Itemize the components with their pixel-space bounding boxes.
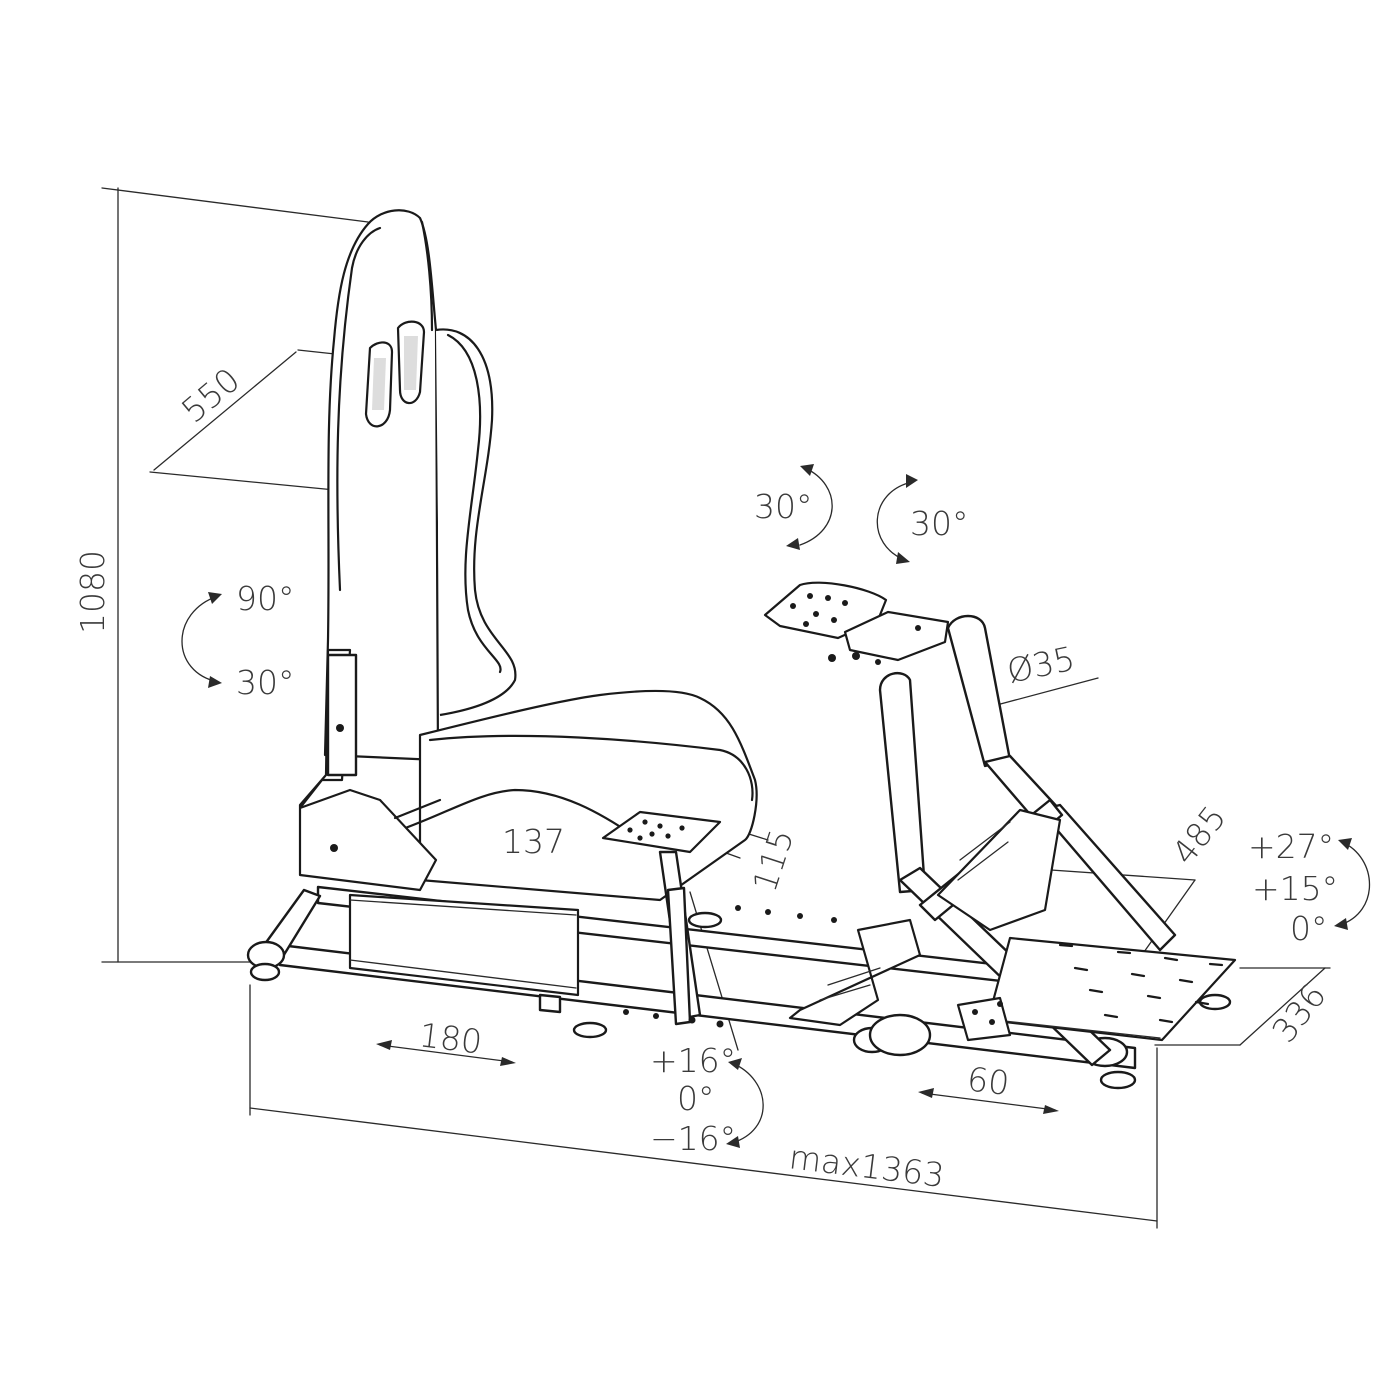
- pedal-plate-length-label: 485: [1164, 798, 1234, 872]
- slide-arrows: [376, 1040, 1059, 1114]
- pedal-slide-label: 60: [965, 1059, 1011, 1103]
- pedal-tilt-bottom-label: 0°: [1290, 909, 1328, 948]
- pedal-plate-width-label: 336: [1264, 976, 1334, 1050]
- pedal-tilt-top-label: +27°: [1248, 827, 1334, 866]
- wheel-plate-holes: [790, 593, 848, 627]
- seat: [298, 209, 758, 902]
- pedal-tilt-mid-label: +15°: [1252, 869, 1338, 908]
- seat-width-label: 550: [174, 360, 247, 430]
- backrest-lower-angle-label: 30°: [236, 663, 295, 702]
- seat-slide-label: 180: [417, 1015, 484, 1061]
- shifter-mount: [601, 810, 724, 1028]
- rail-holes: [623, 905, 837, 1019]
- shifter-plate-width-label: 137: [502, 822, 565, 861]
- shifter-tilt-top-label: +16°: [650, 1041, 736, 1080]
- backrest-upper-angle-label: 90°: [236, 579, 295, 618]
- shifter-tilt-bottom-label: −16°: [650, 1119, 736, 1158]
- shifter-tilt-mid-label: 0°: [677, 1079, 715, 1118]
- wheel-tilt-right-label: 30°: [910, 504, 969, 543]
- height-label: 1080: [73, 550, 112, 634]
- pedal-slots: [1058, 943, 1224, 1024]
- total-length-label: max1363: [787, 1137, 946, 1195]
- tube-diameter-label: Ø35: [1004, 639, 1079, 691]
- rotation-arrows: [181, 464, 1371, 1148]
- pedal-plate: [956, 936, 1237, 1042]
- shifter-plate-holes: [627, 819, 685, 841]
- wheel-tilt-left-label: 30°: [754, 487, 813, 526]
